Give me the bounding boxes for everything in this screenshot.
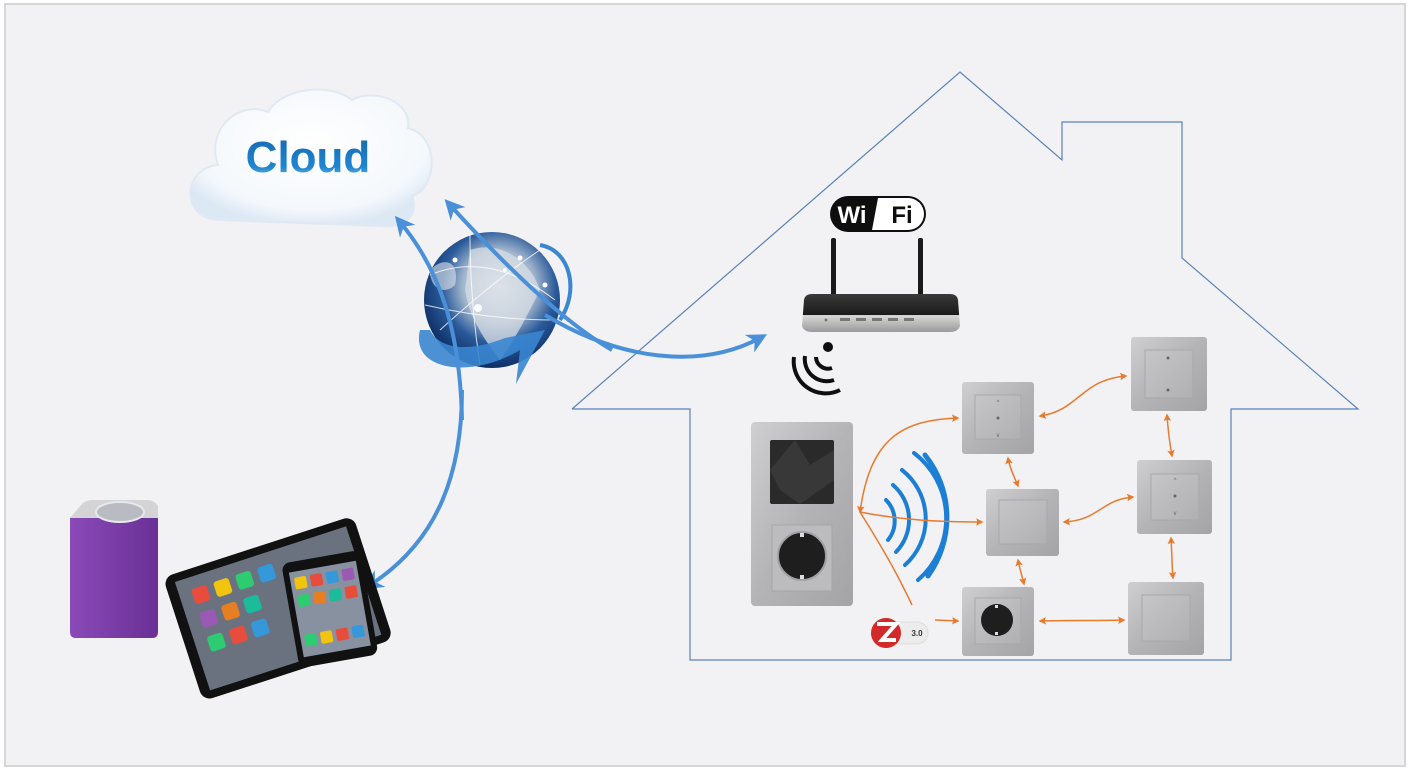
- link-globe-to-devices: [363, 389, 464, 590]
- internet-links: [363, 199, 768, 590]
- link-blind2-plain: [1167, 536, 1177, 580]
- device-switch-center[interactable]: [986, 489, 1059, 556]
- link-blind1-dimmer: [1038, 372, 1128, 419]
- cloud-icon: [189, 88, 433, 228]
- link-globe-to-cloud: [394, 215, 464, 421]
- house-outline: [571, 71, 1360, 661]
- device-dimmer-1[interactable]: [1131, 337, 1207, 411]
- link-dimmer-blind2: [1163, 413, 1175, 458]
- link-center-socket: [1015, 558, 1027, 586]
- zigbee-mesh-links: [857, 372, 1177, 625]
- device-switch-plain[interactable]: [1128, 582, 1204, 655]
- device-socket[interactable]: [962, 587, 1034, 656]
- speaker-icon: [70, 500, 158, 638]
- zigbee-logo: 3.0: [871, 618, 929, 648]
- tablet-phone-icon: [165, 518, 391, 699]
- link-zigbee-socket: [934, 616, 960, 625]
- smart-speaker-node[interactable]: [70, 500, 158, 638]
- cloud-node[interactable]: Cloud: [189, 88, 433, 228]
- zigbee-badge: 3.0: [871, 618, 929, 648]
- mobile-devices-node[interactable]: [163, 516, 393, 701]
- wifi-logo-right: Fi: [891, 202, 912, 229]
- svg-text:^: ^: [1174, 478, 1177, 484]
- link-gateway-blind1: [857, 414, 960, 514]
- wifi-badge: Wi Fi: [830, 196, 926, 232]
- device-blind-switch-2[interactable]: ^ v: [1137, 460, 1212, 534]
- gateway-node[interactable]: [751, 422, 853, 606]
- device-blind-switch-1[interactable]: ^ v: [962, 382, 1034, 454]
- link-center-blind2: [1062, 493, 1135, 526]
- svg-text:^: ^: [997, 400, 1000, 406]
- router-icon: [802, 238, 960, 332]
- wifi-logo-left: Wi: [837, 202, 866, 229]
- link-globe-to-router: [543, 313, 768, 359]
- cloud-label: Cloud: [246, 133, 371, 182]
- router-node[interactable]: [802, 238, 960, 332]
- gateway-icon: [751, 422, 853, 606]
- svg-text:v: v: [1174, 511, 1177, 517]
- wifi-signal-icon: [791, 342, 841, 396]
- zigbee-version: 3.0: [911, 629, 923, 638]
- link-blind1-center: [1005, 456, 1020, 488]
- zigbee-waves-icon: [884, 451, 950, 582]
- wifi-logo: Wi Fi: [830, 196, 926, 232]
- svg-text:v: v: [997, 433, 1000, 439]
- link-socket-plain: [1038, 616, 1126, 625]
- link-gateway-socket: [859, 511, 913, 606]
- link-gateway-center: [859, 511, 984, 526]
